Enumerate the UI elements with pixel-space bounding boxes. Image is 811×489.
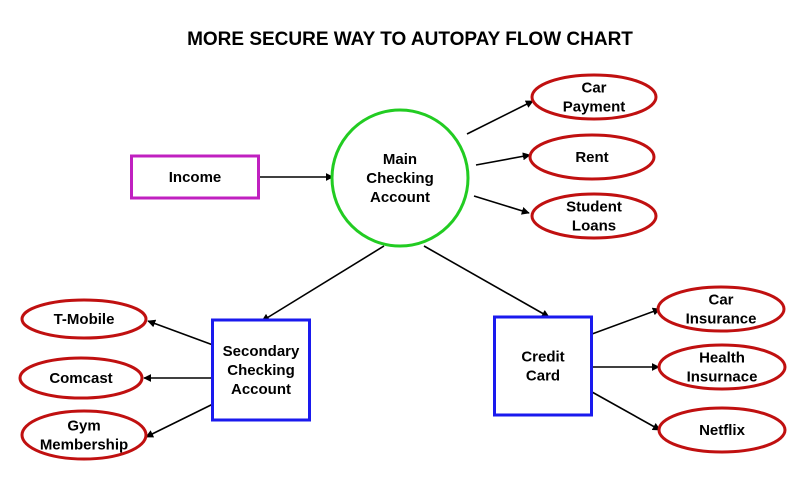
node-rent-label: Rent	[575, 149, 608, 166]
node-student-loans-label: Loans	[572, 218, 616, 235]
node-income: Income	[130, 154, 260, 200]
node-car-insurance-shape	[656, 285, 786, 333]
node-student-loans-label: Student	[566, 199, 622, 216]
arrow-main-checking-to-credit-card	[423, 245, 550, 318]
node-rent: Rent	[528, 133, 656, 181]
arrow-main-checking-to-rent	[475, 152, 531, 166]
node-secondary-checking-label: Secondary	[223, 343, 300, 360]
node-main-checking-label: Checking	[366, 170, 434, 187]
node-main-checking-shape	[330, 108, 470, 248]
node-main-checking-label: Account	[370, 189, 430, 206]
node-credit-card-shape	[493, 315, 593, 417]
arrow-secondary-checking-to-gym-membership	[145, 403, 214, 438]
node-income-label: Income	[169, 169, 222, 186]
node-gym-membership-label: Gym	[67, 418, 100, 435]
node-comcast-label: Comcast	[49, 370, 112, 387]
node-secondary-checking-label: Account	[231, 381, 291, 398]
node-car-payment-shape	[530, 73, 658, 121]
node-netflix-label: Netflix	[699, 422, 746, 439]
node-gym-membership-label: Membership	[40, 437, 128, 454]
node-car-insurance-label: Car	[708, 292, 733, 309]
node-t-mobile-label: T-Mobile	[54, 311, 115, 328]
node-credit-card-label: Card	[526, 368, 560, 385]
node-t-mobile-shape	[20, 298, 148, 340]
node-t-mobile: T-Mobile	[20, 298, 148, 340]
node-health-insurance-label: Health	[699, 350, 745, 367]
arrow-main-checking-to-secondary-checking	[261, 245, 385, 322]
node-rent-shape	[528, 133, 656, 181]
node-comcast: Comcast	[18, 356, 144, 400]
node-health-insurance-label: Insurnace	[687, 369, 758, 386]
node-secondary-checking-label: Checking	[227, 362, 295, 379]
edges	[143, 100, 661, 438]
node-car-insurance-label: Insurance	[686, 311, 757, 328]
node-credit-card-label: Credit	[521, 349, 564, 366]
node-health-insurance-shape	[657, 343, 787, 391]
node-secondary-checking-shape	[211, 318, 311, 422]
node-main-checking-label: Main	[383, 151, 417, 168]
chart-title: MORE SECURE WAY TO AUTOPAY FLOW CHART	[187, 29, 633, 50]
node-car-payment-label: Payment	[563, 99, 626, 116]
node-comcast-shape	[18, 356, 144, 400]
node-student-loans-shape	[530, 192, 658, 240]
arrow-credit-card-to-car-insurance	[591, 307, 661, 335]
arrow-credit-card-to-netflix	[591, 391, 661, 431]
node-car-payment-label: Car	[581, 80, 606, 97]
node-netflix: Netflix	[657, 406, 787, 454]
nodes: IncomeMainCheckingAccountCarPaymentRentS…	[18, 73, 787, 461]
node-gym-membership-shape	[20, 409, 148, 461]
node-income-shape	[130, 154, 260, 200]
arrow-secondary-checking-to-t-mobile	[147, 319, 214, 346]
arrow-main-checking-to-student-loans	[473, 195, 530, 215]
arrow-main-checking-to-car-payment	[466, 100, 534, 135]
node-netflix-shape	[657, 406, 787, 454]
